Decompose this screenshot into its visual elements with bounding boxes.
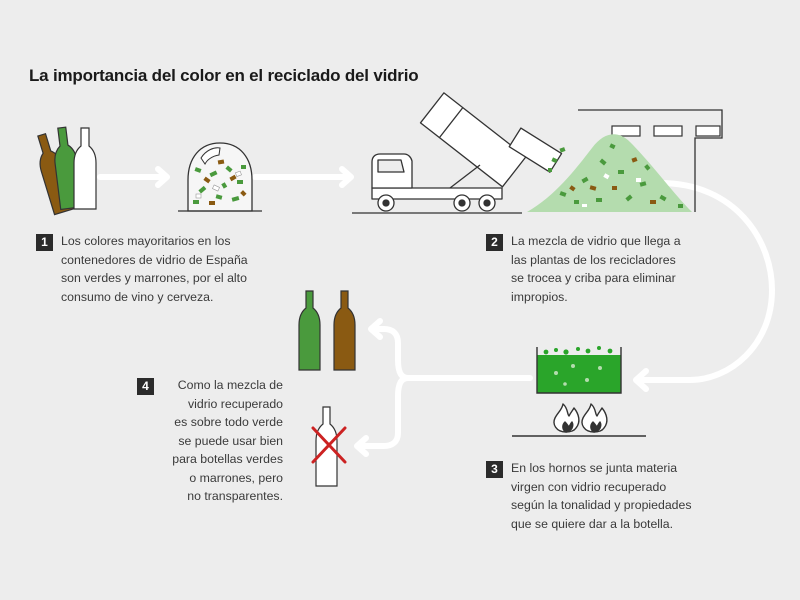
step-text-line: no transparentes. [187,489,283,503]
step-3: 3 En los hornos se junta materia virgen … [486,459,726,535]
flame-icon [553,403,580,433]
step-text-line: son verdes y marrones, por el alto [61,271,247,285]
green-bottle-icon [298,290,321,371]
branch-arrows [354,318,533,457]
step-2: 2 La mezcla de vidrio que llega a las pl… [486,232,726,308]
step-description: Los colores mayoritarios en los contened… [61,232,248,306]
step-description: En los hornos se junta materia virgen co… [511,459,692,533]
step-4: 4 Como la mezcla de vidrio recuperado es… [137,376,283,508]
bottles-icon [37,126,97,216]
step-text-line: consumo de vino y cerveza. [61,289,214,304]
page-title: La importancia del color en el reciclado… [29,66,419,85]
step-text-line: las plantas de los recicladores [511,252,676,267]
dump-truck-icon [352,92,563,214]
arrow-icon [97,166,170,188]
step-text-line: contenedores de vidrio de España [61,252,248,267]
step-text-line: Como la mezcla de [177,378,283,392]
step-number-badge: 2 [486,234,503,251]
brown-bottle-icon [333,290,356,371]
step-1: 1 Los colores mayoritarios en los conten… [36,232,276,308]
furnace-icon [512,346,646,437]
result-bottles-icon [298,290,356,487]
step-text-line: En los hornos se junta materia [511,461,678,475]
step-number-badge: 4 [137,378,154,395]
flame-icon [581,403,608,433]
cross-icon [311,426,347,464]
step-description: Como la mezcla de vidrio recuperado es s… [172,376,283,506]
step-text-line: o marrones, pero [189,470,283,485]
step-text-line: vidrio recuperado [187,396,283,411]
step-text-line: La mezcla de vidrio que llega a [511,234,681,248]
step-text-line: se puede usar bien [178,433,283,448]
step-text-line: que se quiere dar a la botella. [511,516,674,531]
step-text-line: impropios. [511,289,568,304]
step-text-line: es sobre todo verde [174,415,283,429]
step-description: La mezcla de vidrio que llega a las plan… [511,232,681,306]
step-text-line: para botellas verdes [172,452,283,466]
step-number-badge: 1 [36,234,53,251]
glass-container-icon [178,142,262,212]
curved-arrow-to-furnace [633,180,775,392]
step-number-badge: 3 [486,461,503,478]
step-text-line: virgen con vidrio recuperado [511,479,667,494]
recycling-plant-icon [527,109,723,212]
flow-arrows [97,166,775,457]
arrow-icon [252,166,354,188]
step-text-line: Los colores mayoritarios en los [61,234,231,248]
step-text-line: según la tonalidad y propiedades [511,498,692,512]
step-text-line: se trocea y criba para eliminar [511,271,676,285]
